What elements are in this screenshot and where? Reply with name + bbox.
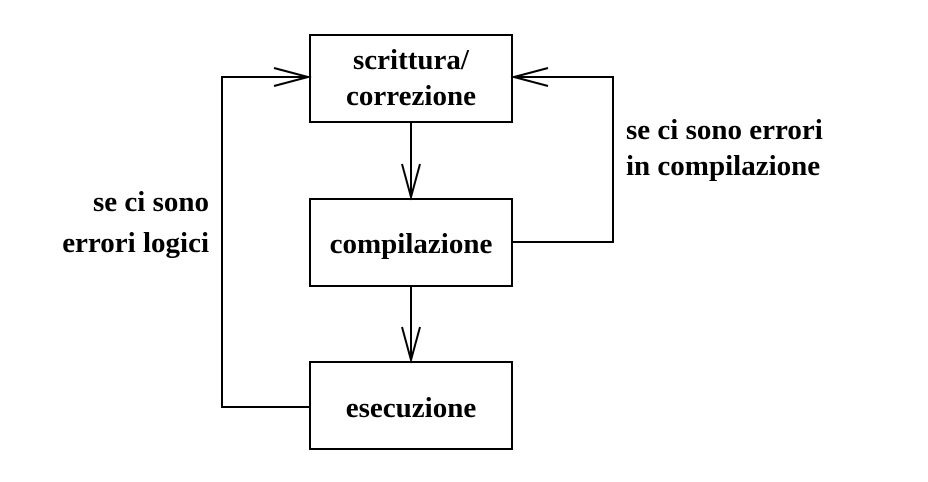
node-compile-box xyxy=(309,198,513,287)
node-write: scrittura/ correzione xyxy=(309,34,513,123)
edge-logic-errors-arrowhead xyxy=(273,67,312,87)
edge-logic-errors-label-line2: errori logici xyxy=(62,227,209,259)
node-compile-label: compilazione xyxy=(330,228,493,260)
node-write-box xyxy=(309,34,513,123)
edge-logic-errors-line xyxy=(221,76,310,408)
edge-compile-errors-label-line1: se ci sono errori xyxy=(626,114,823,146)
node-write-label-line2: correzione xyxy=(346,80,476,112)
node-run-label: esecuzione xyxy=(346,392,477,424)
edge-write-to-compile-arrowhead xyxy=(401,163,421,201)
node-run: esecuzione xyxy=(309,361,513,450)
edge-logic-errors-loop: se ci sono errori logici xyxy=(62,67,312,408)
edge-compile-errors-loop: se ci sono errori in compilazione xyxy=(510,67,823,243)
node-write-label-line1: scrittura/ xyxy=(353,44,470,76)
edge-compile-errors-arrowhead xyxy=(510,67,549,87)
edge-logic-errors-label-line1: se ci sono xyxy=(93,186,209,218)
edge-compile-to-run-arrowhead xyxy=(401,326,421,364)
edge-compile-errors-label-line2: in compilazione xyxy=(626,150,820,182)
node-compile: compilazione xyxy=(309,198,513,287)
edge-compile-to-run xyxy=(401,286,421,364)
edge-compile-errors-line xyxy=(512,76,614,243)
edge-write-to-compile xyxy=(401,122,421,201)
